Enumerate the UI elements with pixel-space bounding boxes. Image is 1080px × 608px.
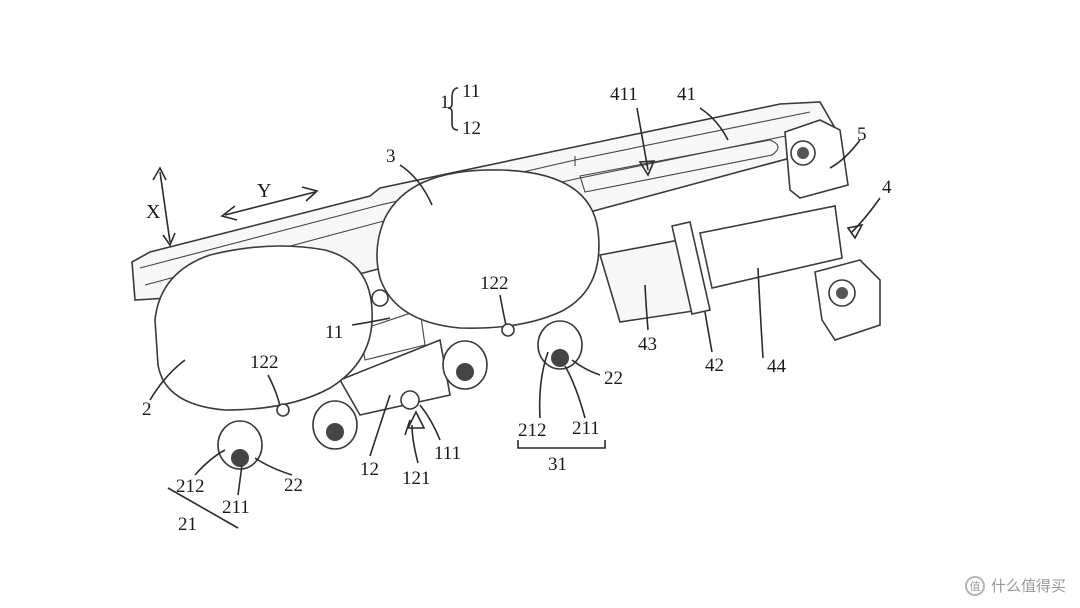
label-211-left: 211 [222, 497, 250, 518]
axis-y-label: Y [257, 180, 271, 202]
lens-2 [154, 245, 373, 417]
label-121: 121 [402, 468, 431, 489]
legend-member-11: 11 [462, 81, 480, 102]
mount-frame [338, 309, 451, 436]
label-21: 21 [178, 514, 197, 535]
label-3: 3 [386, 146, 396, 167]
label-41: 41 [677, 84, 696, 105]
axis-x-label: X [146, 201, 161, 223]
label-22-right: 22 [604, 368, 623, 389]
label-122-right: 122 [480, 273, 509, 294]
legend-group: 1 11 12 [440, 81, 481, 139]
legend-member-12: 12 [462, 118, 481, 139]
label-4: 4 [882, 177, 892, 198]
legend-ref: 1 [440, 92, 450, 113]
watermark-text: 什么值得买 [990, 577, 1066, 595]
label-5: 5 [857, 124, 867, 145]
bracket-5 [784, 119, 849, 199]
label-42: 42 [705, 355, 724, 376]
fittings [217, 289, 583, 470]
label-2: 2 [142, 399, 152, 420]
label-31: 31 [548, 454, 567, 475]
label-44: 44 [767, 356, 787, 377]
lens-3 [376, 169, 600, 337]
label-212-right: 212 [518, 420, 547, 441]
reference-numerals: 411 41 5 4 3 2 11 122 122 43 42 44 22 22… [142, 84, 892, 535]
label-43: 43 [638, 334, 657, 355]
label-212-left: 212 [176, 476, 205, 497]
axis-indicator [152, 166, 319, 247]
watermark-logo-icon: 值 [964, 575, 985, 596]
leader-lines [149, 107, 881, 529]
label-12: 12 [360, 459, 379, 480]
watermark: 值 什么值得买 [964, 575, 1066, 596]
label-111: 111 [434, 443, 461, 464]
slider-44 [598, 205, 843, 323]
label-22-left: 22 [284, 475, 303, 496]
bracket-lower [814, 259, 881, 341]
label-122-left: 122 [250, 352, 279, 373]
label-11: 11 [325, 322, 343, 343]
label-211-right: 211 [572, 418, 600, 439]
label-411: 411 [610, 84, 638, 105]
